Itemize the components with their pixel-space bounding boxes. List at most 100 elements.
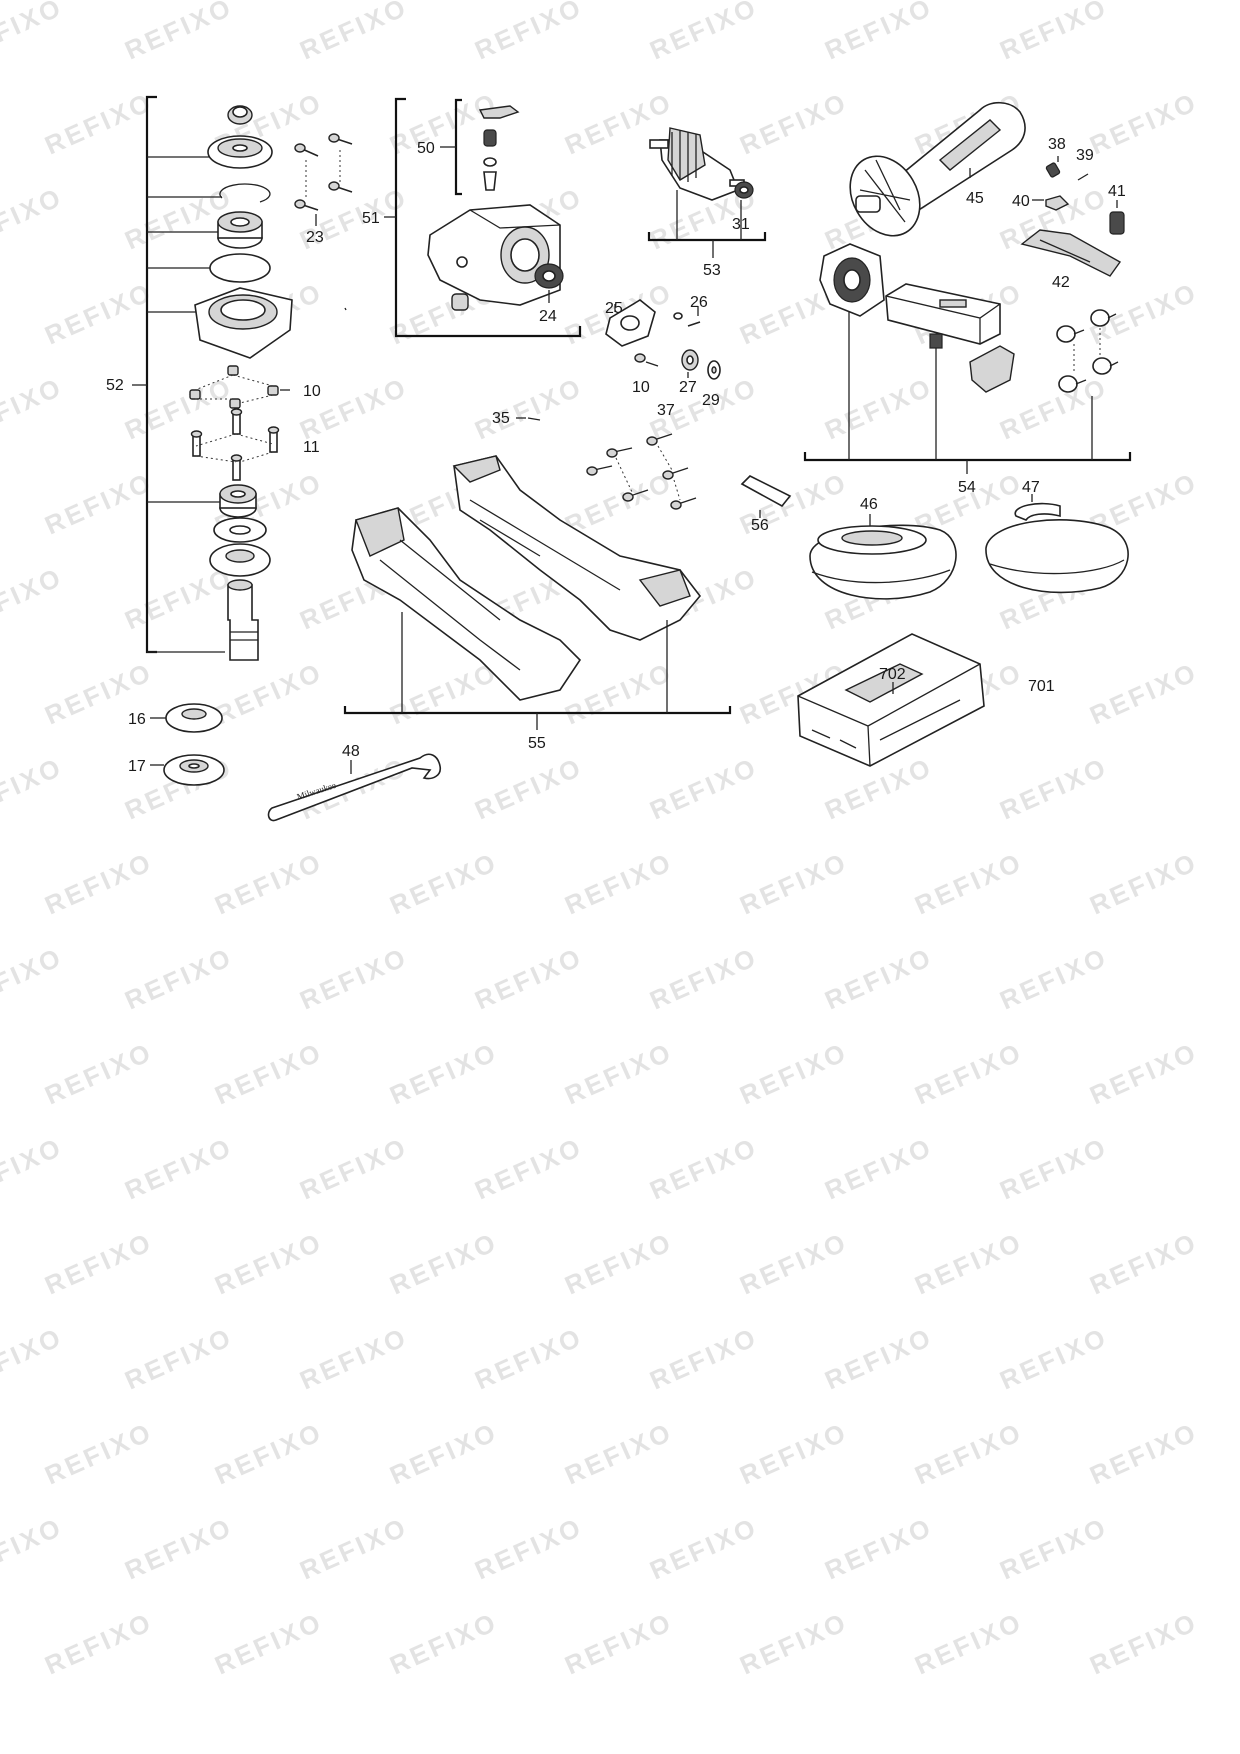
label-23: 23: [306, 229, 324, 246]
watermark-text: REFIXO: [0, 941, 67, 1015]
gear-housing-assembly: [384, 97, 582, 338]
watermark-text: REFIXO: [995, 371, 1112, 445]
watermark-text: REFIXO: [385, 656, 502, 730]
watermark-text: REFIXO: [470, 1131, 587, 1205]
watermark-text: REFIXO: [470, 0, 587, 65]
watermark-text: REFIXO: [210, 1606, 327, 1680]
watermark-text: REFIXO: [1085, 846, 1202, 920]
label-39: 39: [1076, 147, 1094, 164]
watermark-text: REFIXO: [120, 1131, 237, 1205]
label-702: 702: [879, 666, 906, 683]
part-number-labels: 52 10 11 16 17 23 50 51 24 48 53 31 25 2…: [106, 136, 1126, 775]
watermark-text: REFIXO: [40, 276, 157, 350]
screw-set-11: [190, 408, 280, 481]
watermark-text: REFIXO: [470, 1321, 587, 1395]
watermark-text: REFIXO: [210, 846, 327, 920]
watermark-text: REFIXO: [995, 941, 1112, 1015]
watermark-text: REFIXO: [1085, 1036, 1202, 1110]
watermark-text: REFIXO: [1085, 1226, 1202, 1300]
watermark-text: REFIXO: [385, 1606, 502, 1680]
bracket-53: [647, 232, 767, 242]
label-54: 54: [958, 479, 976, 496]
label-10-screws: 10: [632, 379, 650, 396]
label-40: 40: [1012, 193, 1030, 210]
watermark-text: REFIXO: [820, 1321, 937, 1395]
watermark-text: REFIXO: [560, 1606, 677, 1680]
watermark-text: REFIXO: [735, 1226, 852, 1300]
watermark-text: REFIXO: [1085, 86, 1202, 160]
control-module: [885, 283, 1001, 345]
watermark-text: REFIXO: [820, 371, 937, 445]
label-27: 27: [679, 379, 697, 396]
wheel-guard-47: [985, 494, 1129, 594]
small-parts: [516, 299, 792, 518]
watermark-text: REFIXO: [1085, 1416, 1202, 1490]
watermark-text: REFIXO: [210, 1226, 327, 1300]
nut-set-10: [189, 365, 290, 409]
label-17: 17: [128, 758, 146, 775]
label-55: 55: [528, 735, 546, 752]
watermark-text: REFIXO: [120, 1511, 237, 1585]
watermark-text: REFIXO: [295, 941, 412, 1015]
watermark-text: REFIXO: [0, 1131, 67, 1205]
o-ring: [209, 253, 271, 283]
watermark-text: REFIXO: [0, 371, 67, 445]
watermark-text: REFIXO: [645, 0, 762, 65]
bracket-51: [394, 97, 582, 338]
watermark-text: REFIXO: [910, 1226, 1027, 1300]
watermark-text: REFIXO: [910, 1606, 1027, 1680]
watermark-text: REFIXO: [120, 1321, 237, 1395]
watermark-text: REFIXO: [820, 1511, 937, 1585]
switch-small-parts: [1020, 156, 1125, 277]
watermark-text: REFIXO: [0, 0, 67, 65]
watermark-text: REFIXO: [735, 86, 852, 160]
watermark-text: REFIXO: [0, 1321, 67, 1395]
watermark-text: REFIXO: [645, 751, 762, 825]
label-52: 52: [106, 377, 124, 394]
watermark-text: REFIXO: [210, 1416, 327, 1490]
watermark-layer: REFIXO REFIXO REFIXO REFIXO REFIXO REFIXO REFI…: [0, 0, 1202, 1680]
watermark-text: REFIXO: [470, 941, 587, 1015]
watermark-text: REFIXO: [0, 181, 67, 255]
watermark-text: REFIXO: [910, 846, 1027, 920]
watermark-text: REFIXO: [120, 371, 237, 445]
watermark-text: REFIXO: [560, 1036, 677, 1110]
watermark-text: REFIXO: [385, 1036, 502, 1110]
watermark-text: REFIXO: [995, 1511, 1112, 1585]
wheel-guard-46: [809, 514, 957, 600]
label-11: 11: [303, 439, 320, 456]
watermark-text: REFIXO: [735, 1606, 852, 1680]
spindle: [227, 584, 259, 661]
watermark-text: REFIXO: [295, 0, 412, 65]
armature-assembly: [647, 127, 767, 258]
watermark-text: REFIXO: [560, 1416, 677, 1490]
watermark-text: REFIXO: [995, 751, 1112, 825]
label-35: 35: [492, 410, 510, 427]
watermark-text: REFIXO: [820, 941, 937, 1015]
housing-half-right: [453, 455, 702, 641]
watermark-text: REFIXO: [560, 86, 677, 160]
watermark-text: REFIXO: [1085, 656, 1202, 730]
label-37: 37: [657, 402, 675, 419]
watermark-text: REFIXO: [910, 1036, 1027, 1110]
label-24: 24: [539, 308, 557, 325]
label-10-nuts: 10: [303, 383, 321, 400]
watermark-text: REFIXO: [470, 1511, 587, 1585]
watermark-text: REFIXO: [470, 751, 587, 825]
switch-module: [969, 345, 1015, 393]
watermark-text: REFIXO: [735, 1416, 852, 1490]
watermark-text: REFIXO: [210, 1036, 327, 1110]
label-38: 38: [1048, 136, 1066, 153]
watermark-text: REFIXO: [0, 751, 67, 825]
watermark-text: REFIXO: [385, 1226, 502, 1300]
label-50: 50: [417, 140, 435, 157]
circlip: [219, 183, 271, 203]
watermark-text: REFIXO: [820, 1131, 937, 1205]
watermark-text: REFIXO: [40, 846, 157, 920]
electronics-screws: [1056, 309, 1119, 393]
watermark-text: REFIXO: [470, 371, 587, 445]
motor-housing-halves: [343, 455, 732, 730]
watermark-text: REFIXO: [40, 1416, 157, 1490]
label-53: 53: [703, 262, 721, 279]
